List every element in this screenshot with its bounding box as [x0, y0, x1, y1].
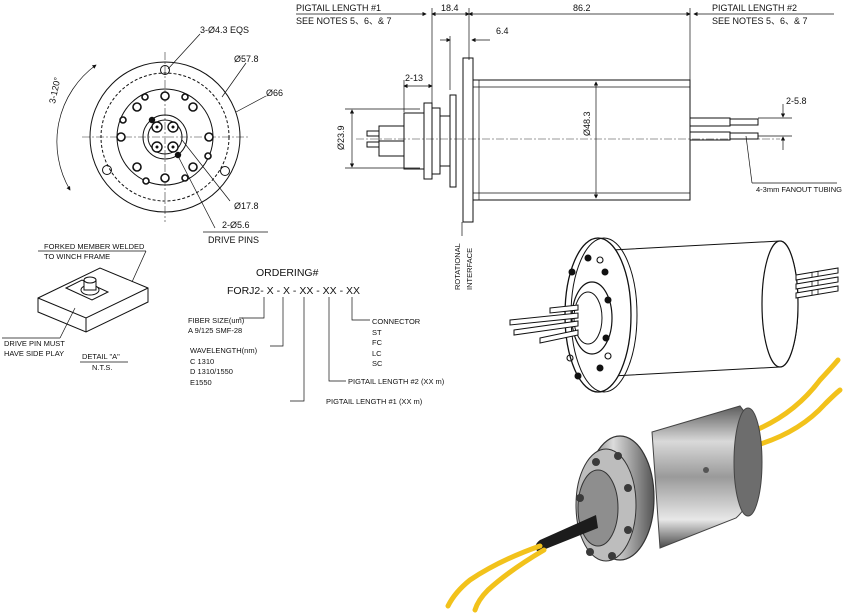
- ordering-title: ORDERING#: [256, 267, 319, 279]
- wavelength-label: WAVELENGTH(nm): [190, 346, 258, 355]
- mount-hole: [160, 65, 170, 75]
- flange-thickness-dim: 6.4: [496, 26, 509, 36]
- bolt-circle-label: Ø57.8: [234, 54, 259, 64]
- flange-top-view: 3-Ø4.3 EQS Ø57.8 Ø66 3-120° Ø17.8 2-Ø5.6…: [47, 25, 283, 245]
- connector-st-option: ST: [372, 328, 382, 337]
- forked-line1: FORKED MEMBER WELDED: [44, 242, 145, 251]
- fiber-cable: [743, 387, 843, 451]
- isometric-drawing: [509, 237, 839, 393]
- body-length-dim: 86.2: [573, 3, 591, 13]
- wavelength-e-option: E1550: [190, 378, 212, 387]
- detail-label: DETAIL "A": [82, 352, 120, 361]
- rotational-label: ROTATIONAL: [453, 243, 462, 290]
- fiber-cable: [445, 543, 543, 609]
- pigtail2-option: PIGTAIL LENGTH #2 (XX m): [348, 377, 445, 386]
- pigtail1-option: PIGTAIL LENGTH #1 (XX m): [326, 397, 423, 406]
- hub-dia-label: Ø17.8: [234, 201, 259, 211]
- body-side: [472, 79, 691, 201]
- body-dia-dim: Ø48.3: [582, 111, 592, 136]
- side-view: PIGTAIL LENGTH #1 SEE NOTES 5、6、& 7 18.4…: [296, 3, 842, 290]
- interface-label: INTERFACE: [465, 248, 474, 290]
- drive-line1: DRIVE PIN MUST: [4, 339, 65, 348]
- fanout-label: 4-3mm FANOUT TUBING: [756, 185, 842, 194]
- connector-sc-option: SC: [372, 359, 383, 368]
- product-photo: [445, 357, 843, 613]
- drive-pin: [148, 116, 156, 124]
- flange-side: [462, 57, 474, 223]
- bolt-circle: [100, 72, 230, 202]
- drive-pin: [174, 151, 182, 159]
- mount-hole: [102, 165, 112, 175]
- hole-pattern-label: 3-Ø4.3 EQS: [200, 25, 249, 35]
- flange-offset-dim: 18.4: [441, 3, 459, 13]
- pigtail2-title: PIGTAIL LENGTH #2: [712, 3, 797, 13]
- mount-hole: [220, 166, 230, 176]
- ordering-code: ORDERING# FORJ2- X - X - XX - XX - XX FI…: [188, 267, 445, 406]
- connector-label: CONNECTOR: [372, 317, 421, 326]
- fiber-size-label: FIBER SIZE(um): [188, 316, 245, 325]
- detail-a: FORKED MEMBER WELDED TO WINCH FRAME DRIV…: [2, 242, 149, 372]
- right-pin-dim: 2-5.8: [786, 96, 807, 106]
- wavelength-c-option: C 1310: [190, 357, 214, 366]
- pigtail2-notes: SEE NOTES 5、6、& 7: [712, 16, 808, 26]
- angle-label: 3-120°: [47, 76, 62, 105]
- drive-line2: HAVE SIDE PLAY: [4, 349, 64, 358]
- ordering-code-text: FORJ2- X - X - XX - XX - XX: [227, 285, 360, 297]
- connector-fc-option: FC: [372, 338, 383, 347]
- wavelength-d-option: D 1310/1550: [190, 367, 233, 376]
- fiber-a-option: A 9/125 SMF-28: [188, 326, 242, 335]
- pigtail1-notes: SEE NOTES 5、6、& 7: [296, 16, 392, 26]
- left-pin-dim: 2-13: [405, 73, 423, 83]
- connector-lc-option: LC: [372, 349, 382, 358]
- outer-dia-label: Ø66: [266, 88, 283, 98]
- forked-line2: TO WINCH FRAME: [44, 252, 110, 261]
- nts-label: N.T.S.: [92, 363, 112, 372]
- pigtail1-title: PIGTAIL LENGTH #1: [296, 3, 381, 13]
- fiber-cable: [472, 547, 547, 613]
- drive-pin-dia-label: 2-Ø5.6: [222, 220, 250, 230]
- drive-pins-label: DRIVE PINS: [208, 235, 259, 245]
- left-dia-dim: Ø23.9: [336, 125, 346, 150]
- fiber-cable: [737, 357, 841, 439]
